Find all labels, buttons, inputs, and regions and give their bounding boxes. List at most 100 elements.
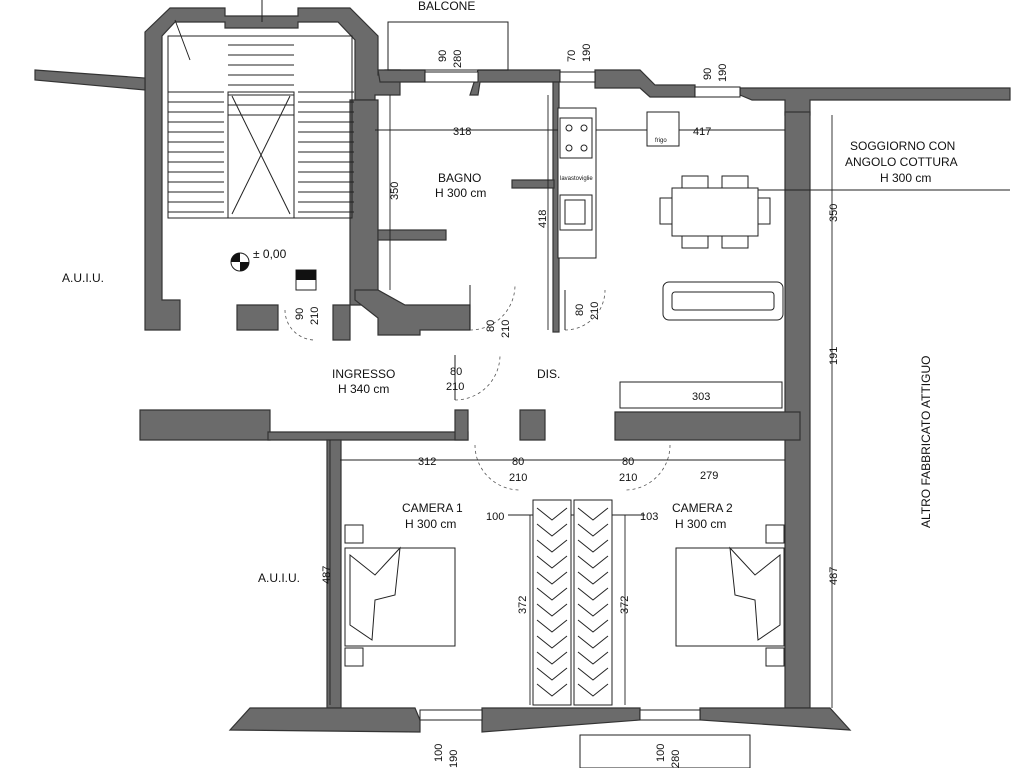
chair bbox=[681, 235, 709, 249]
dimension-texts: 90 280 70 190 90 190 318 417 350 418 350… bbox=[294, 44, 840, 768]
chair bbox=[681, 175, 709, 189]
room-height-camera2: H 300 cm bbox=[675, 517, 726, 531]
nightstand bbox=[765, 647, 785, 667]
bath-shelf-wall bbox=[511, 179, 555, 189]
walls bbox=[34, 7, 1011, 733]
room-label-ingresso: INGRESSO bbox=[332, 367, 395, 381]
bath-partition bbox=[377, 229, 447, 241]
nightstand bbox=[765, 524, 785, 544]
dim-text: 210 bbox=[500, 320, 512, 338]
room-label-dis: DIS. bbox=[537, 367, 560, 381]
dim-text: 100 bbox=[433, 744, 445, 762]
sofa-cushion bbox=[671, 291, 775, 311]
room-label-camera2: CAMERA 2 bbox=[672, 501, 733, 515]
chair bbox=[659, 197, 673, 225]
dim-text: 90 bbox=[294, 308, 306, 320]
entry-wall-left bbox=[236, 304, 279, 331]
left-mid-wall bbox=[139, 409, 271, 441]
labels: BALCONE BAGNO H 300 cm SOGGIORNO CON ANG… bbox=[62, 0, 958, 585]
dim-text: 417 bbox=[693, 126, 711, 138]
room-label-balcone: BALCONE bbox=[418, 0, 475, 13]
dim-text: 210 bbox=[309, 307, 321, 325]
dim-text: 90 bbox=[702, 68, 714, 80]
sink-basin bbox=[564, 199, 586, 225]
bottom-wall-2 bbox=[481, 707, 641, 733]
kitchen-block: frigo lavastoviglie bbox=[557, 107, 680, 259]
dim-text: 103 bbox=[640, 511, 658, 523]
window-camera1 bbox=[419, 709, 483, 721]
dim-text: 280 bbox=[670, 750, 682, 768]
dim-text: 487 bbox=[321, 566, 333, 584]
bath-left-wall bbox=[349, 99, 400, 306]
dim-text: 100 bbox=[486, 511, 504, 523]
bottom-wall-1 bbox=[228, 707, 421, 733]
chair bbox=[721, 175, 749, 189]
dis-bottom-wall-left bbox=[454, 409, 469, 441]
dim-text: 318 bbox=[453, 126, 471, 138]
door-swings bbox=[284, 284, 671, 491]
beds bbox=[344, 524, 785, 667]
right-wall bbox=[784, 111, 811, 709]
living-bottom-wall bbox=[614, 411, 801, 441]
label-auiu-top: A.U.I.U. bbox=[62, 271, 104, 285]
dim-text: 70 bbox=[566, 50, 578, 62]
dim-text: 190 bbox=[717, 64, 729, 82]
dim-text: 350 bbox=[389, 182, 401, 200]
dining-table bbox=[671, 187, 759, 237]
dim-text: 372 bbox=[619, 596, 631, 614]
bottom-wall-3 bbox=[699, 707, 852, 731]
dim-text: 280 bbox=[452, 50, 464, 68]
dim-text: 487 bbox=[828, 567, 840, 585]
window-kitchen bbox=[559, 71, 596, 83]
dim-text: 100 bbox=[655, 744, 667, 762]
level-label: ± 0,00 bbox=[253, 247, 287, 261]
dim-text: 279 bbox=[700, 470, 718, 482]
dim-text: 80 bbox=[485, 320, 497, 332]
fridge-label: frigo bbox=[655, 138, 667, 144]
staircase bbox=[167, 0, 354, 219]
dim-text: 190 bbox=[581, 44, 593, 62]
dim-text: 80 bbox=[450, 366, 462, 378]
nightstand bbox=[344, 647, 364, 667]
bath-bottom-wall bbox=[354, 289, 471, 336]
top-wall bbox=[377, 69, 426, 83]
chair bbox=[721, 235, 749, 249]
wardrobe-camera2 bbox=[573, 499, 613, 706]
dishwasher-label: lavastoviglie bbox=[560, 176, 593, 182]
left-wall-stub bbox=[34, 69, 146, 91]
dim-text: 418 bbox=[537, 210, 549, 228]
dim-text: 190 bbox=[448, 750, 460, 768]
bottom-balcony bbox=[579, 734, 751, 768]
top-wall-2 bbox=[469, 69, 561, 96]
cooktop bbox=[559, 117, 593, 159]
wardrobe-camera1 bbox=[532, 499, 572, 706]
dim-text: 80 bbox=[622, 456, 634, 468]
dim-text: 210 bbox=[509, 472, 527, 484]
fridge bbox=[646, 111, 680, 147]
ingresso-bottom-wall bbox=[267, 431, 469, 441]
dis-bottom-wall-mid bbox=[519, 409, 546, 441]
dim-text: 350 bbox=[828, 204, 840, 222]
room-label-camera1: CAMERA 1 bbox=[402, 501, 463, 515]
elevator-shaft bbox=[227, 91, 295, 219]
room-height-bagno: H 300 cm bbox=[435, 186, 486, 200]
dim-text: 372 bbox=[517, 596, 529, 614]
room-label-soggiorno: SOGGIORNO CON bbox=[850, 139, 955, 153]
room-height-ingresso: H 340 cm bbox=[338, 382, 389, 396]
windows bbox=[419, 71, 741, 721]
room-height-camera1: H 300 cm bbox=[405, 517, 456, 531]
window-camera2 bbox=[639, 709, 701, 721]
wardrobes bbox=[532, 499, 613, 706]
label-altro-fabbricato: ALTRO FABBRICATO ATTIGUO bbox=[919, 356, 933, 528]
dim-text: 210 bbox=[446, 381, 464, 393]
stair-outline bbox=[167, 35, 353, 219]
sideboard bbox=[619, 381, 783, 409]
window-balcone bbox=[424, 71, 479, 83]
level-marker bbox=[230, 252, 317, 291]
chair bbox=[757, 197, 771, 225]
room-height-soggiorno: H 300 cm bbox=[880, 171, 931, 185]
dim-text: 210 bbox=[619, 472, 637, 484]
nightstand bbox=[344, 524, 364, 544]
window-living bbox=[694, 86, 741, 98]
